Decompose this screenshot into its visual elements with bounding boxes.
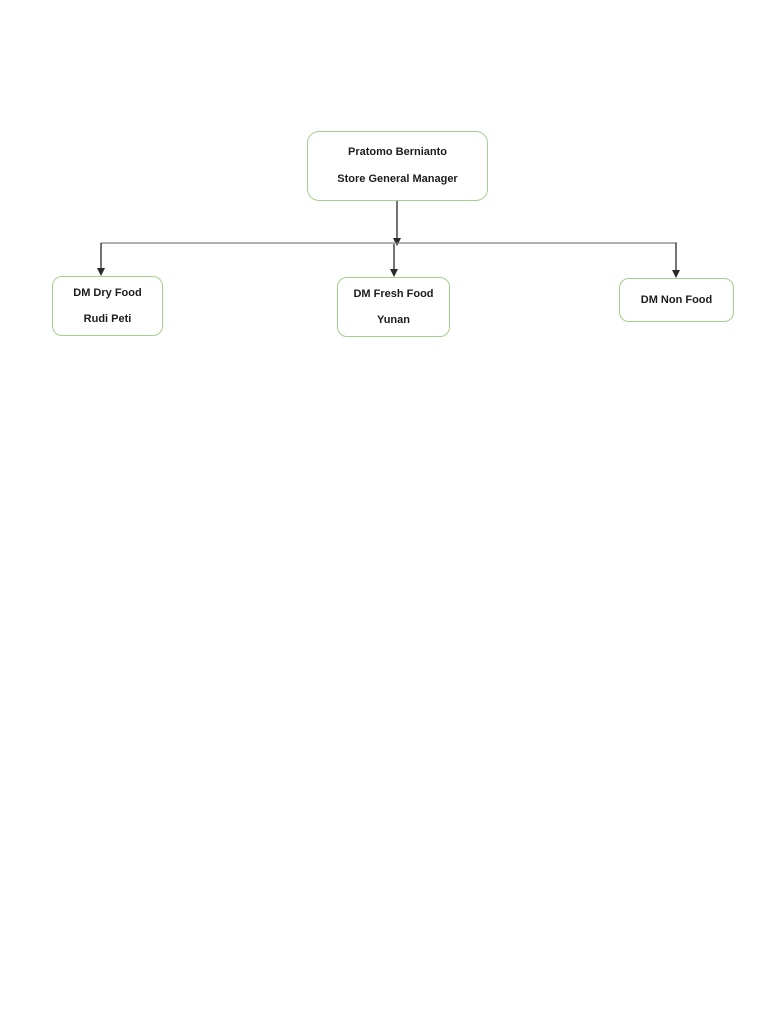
org-node-dm-non-food: DM Non Food: [619, 278, 734, 322]
org-node-title: DM Non Food: [640, 293, 713, 306]
org-node-subtitle: Rudi Peti: [83, 312, 132, 325]
org-node-dm-fresh-food: DM Fresh Food Yunan: [337, 277, 450, 337]
org-node-subtitle: Yunan: [376, 313, 410, 326]
arrowhead-drop-dry: [97, 268, 105, 276]
arrowhead-drop-fresh: [390, 269, 398, 277]
org-node-subtitle: Store General Manager: [337, 173, 458, 185]
arrowhead-drop-non: [672, 270, 680, 278]
org-node-store-general-manager: Pratomo Bernianto Store General Manager: [307, 131, 488, 201]
arrowhead-root-stem: [393, 238, 401, 246]
org-node-title: DM Fresh Food: [353, 287, 434, 300]
org-node-title: Pratomo Bernianto: [347, 146, 447, 158]
org-node-title: DM Dry Food: [73, 286, 142, 299]
org-node-dm-dry-food: DM Dry Food Rudi Peti: [52, 276, 163, 336]
